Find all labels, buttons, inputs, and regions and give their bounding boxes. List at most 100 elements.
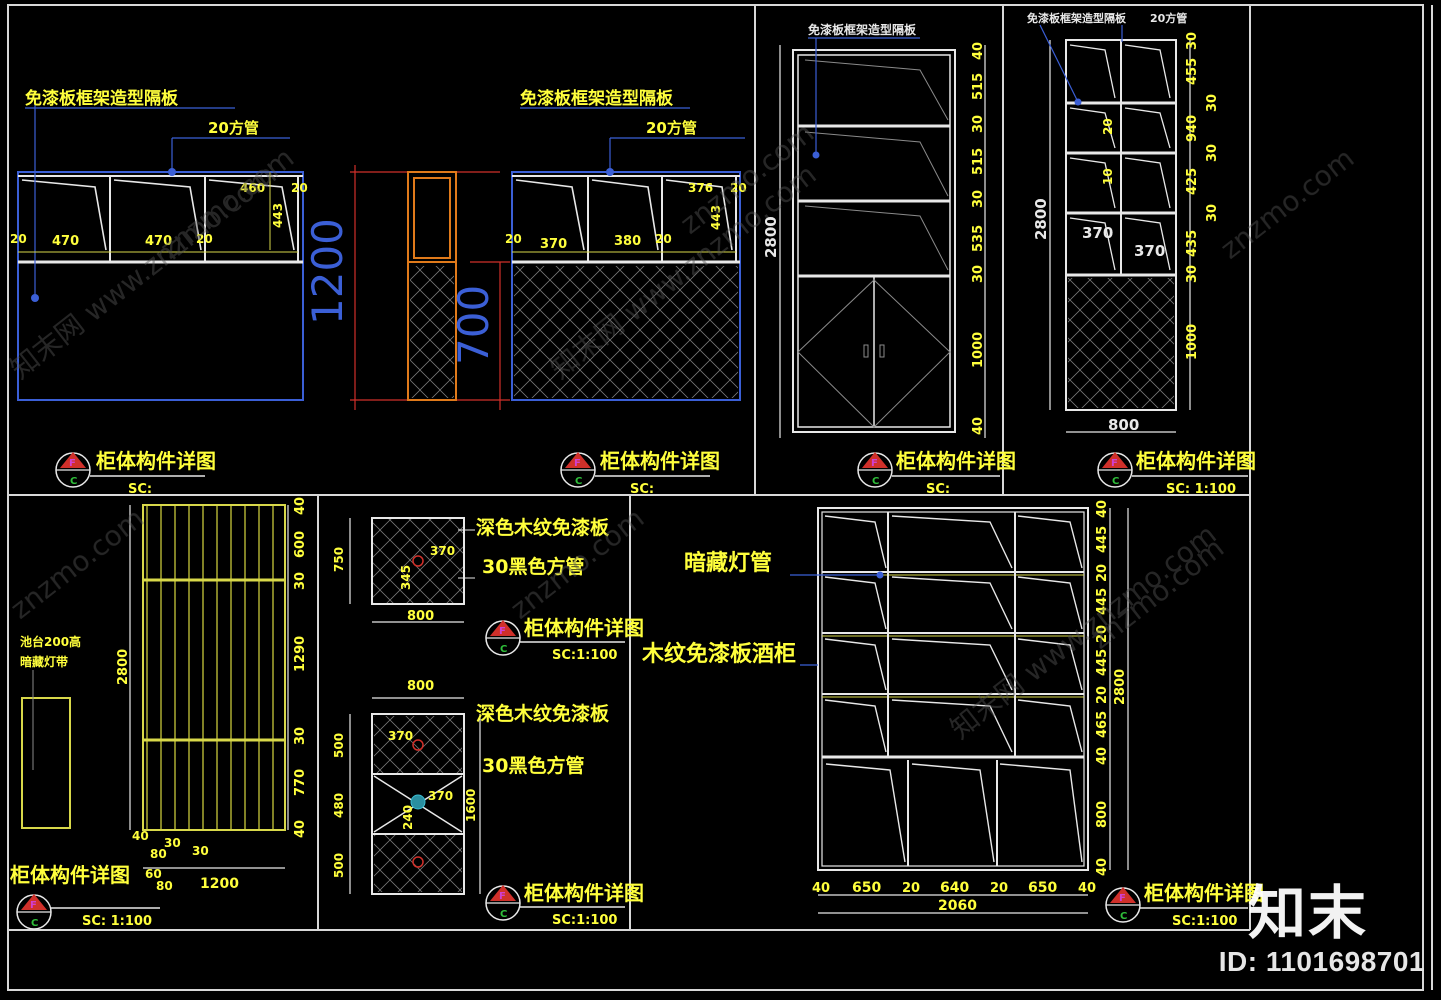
label-tube-e: 20方管 xyxy=(1150,11,1187,25)
dim-370b-h: 370 xyxy=(428,789,453,803)
dim-500-h: 500 xyxy=(332,733,346,758)
dim-20-i: 20 xyxy=(1095,564,1110,582)
label-led-2: 暗藏灯带 xyxy=(20,654,68,669)
dim-20b-j: 20 xyxy=(990,881,1008,896)
marker-f-4: F xyxy=(1111,458,1118,469)
dim-600-f: 600 xyxy=(293,531,308,558)
watermark-3: znzmo.com xyxy=(1214,141,1360,265)
scale-1: SC: xyxy=(128,482,152,497)
dim-800-g: 800 xyxy=(407,609,434,624)
title-detail-8: 柜体构件详图 xyxy=(1144,881,1264,905)
dim-940-e: 940 xyxy=(1185,115,1200,142)
dim-380-c: 380 xyxy=(614,234,641,249)
title-detail-3: 柜体构件详图 xyxy=(896,449,1016,473)
dim-445-i: 445 xyxy=(1095,526,1110,553)
marker-f-7: F xyxy=(499,891,506,902)
label-square-tube: 20方管 xyxy=(208,119,259,137)
marker-c-6: C xyxy=(500,644,507,655)
scale-6: SC:1:100 xyxy=(552,648,617,663)
dim-20c-i: 20 xyxy=(1095,686,1110,704)
dim-80b-f: 80 xyxy=(156,879,173,893)
dim-30-f: 30 xyxy=(293,572,308,590)
panel-box-detail-2: 800 500 480 500 1600 370 370 240 深色木纹免漆板… xyxy=(332,679,610,895)
dim-370b-e: 370 xyxy=(1134,242,1165,260)
title-block-8: F C 柜体构件详图 SC:1:100 xyxy=(1105,881,1264,929)
title-detail-1: 柜体构件详图 xyxy=(96,449,216,473)
dim-20-j: 20 xyxy=(902,881,920,896)
dim-800-e: 800 xyxy=(1108,416,1139,434)
dim-460: 460 xyxy=(240,181,265,195)
dim-30a-d: 30 xyxy=(971,115,986,133)
label-dark-wood-2: 深色木纹免漆板 xyxy=(476,702,610,725)
dim-650b-j: 650 xyxy=(1028,880,1057,896)
title-detail-6: 柜体构件详图 xyxy=(524,616,644,640)
dim-40c-i: 40 xyxy=(1095,858,1110,876)
dim-20: 20 xyxy=(291,181,308,195)
dim-650-j: 650 xyxy=(852,880,881,896)
dim-435-e: 435 xyxy=(1185,230,1200,257)
label-led-1: 池台200高 xyxy=(20,634,81,649)
watermark-7: 知末网 www.znzmo.com xyxy=(4,158,283,386)
dim-10-e: 10 xyxy=(1101,168,1115,185)
dim-30d-f: 30 xyxy=(192,844,209,858)
dim-20b-i: 20 xyxy=(1095,625,1110,643)
label-wine-cabinet: 木纹免漆板酒柜 xyxy=(641,641,796,667)
scale-4: SC: 1:100 xyxy=(1166,482,1236,497)
label-partition-top: 免漆板框架造型隔板 xyxy=(808,22,917,37)
dim-30b-d: 30 xyxy=(971,190,986,208)
dim-30c-d: 30 xyxy=(971,265,986,283)
dim-40-d: 40 xyxy=(971,42,986,60)
dim-1200-f: 1200 xyxy=(200,876,239,892)
dim-30b-f: 30 xyxy=(293,727,308,745)
dim-445c-i: 445 xyxy=(1095,649,1110,676)
dim-60-f: 60 xyxy=(145,867,162,881)
marker-f-6: F xyxy=(499,626,506,637)
dim-40b-f: 40 xyxy=(293,820,308,838)
marker-f-8: F xyxy=(1119,893,1126,904)
title-detail-5: 柜体构件详图 xyxy=(10,863,130,887)
dim-455-e: 455 xyxy=(1185,58,1200,85)
dim-370-g: 370 xyxy=(430,544,455,558)
dim-40-j: 40 xyxy=(812,881,830,896)
dim-515a-d: 515 xyxy=(971,73,986,100)
label-black-tube-2: 30黑色方管 xyxy=(482,754,584,777)
title-block-3: F C 柜体构件详图 SC: xyxy=(857,449,1016,497)
dim-20c: 20 xyxy=(196,232,213,246)
image-id: ID: 1101698701 xyxy=(1218,946,1425,977)
title-detail-4: 柜体构件详图 xyxy=(1136,449,1256,473)
dim-443-c: 443 xyxy=(709,205,723,230)
drawing-frame xyxy=(7,4,1433,991)
dim-370a-h: 370 xyxy=(388,729,413,743)
panel-slat-door: 池台200高 暗藏灯带 2800 40 600 30 1290 30 770 4… xyxy=(20,497,308,893)
dim-800-h: 800 xyxy=(407,679,434,694)
label-square-tube-2: 20方管 xyxy=(646,119,697,137)
marker-f-1: F xyxy=(69,458,76,469)
marker-c-4: C xyxy=(1112,476,1119,487)
marker-f-5: F xyxy=(30,900,37,911)
dim-470a: 470 xyxy=(52,234,79,249)
dim-30c-f: 30 xyxy=(164,836,181,850)
scale-5: SC: 1:100 xyxy=(82,914,152,929)
title-block-5: 柜体构件详图 F C SC: 1:100 xyxy=(10,863,160,930)
brand-logo: 知末 xyxy=(1248,879,1369,947)
dim-370-c: 370 xyxy=(540,237,567,252)
dim-2800-f: 2800 xyxy=(116,649,131,685)
dim-376: 376 xyxy=(688,181,713,195)
dim-800-i: 800 xyxy=(1095,801,1110,828)
dim-2800-e: 2800 xyxy=(1032,198,1050,240)
dim-30b-e: 30 xyxy=(1205,94,1220,112)
dim-30e-e: 30 xyxy=(1185,265,1200,283)
marker-f-2: F xyxy=(574,458,581,469)
panel-wine-cabinet: 暗藏灯管 木纹免漆板酒柜 40 445 20 445 20 445 20 465… xyxy=(641,500,1129,914)
dim-40-f: 40 xyxy=(293,497,308,515)
scale-2: SC: xyxy=(630,482,654,497)
dim-1600-h: 1600 xyxy=(464,789,478,822)
panel-narrow-shelf: 免漆板框架造型隔板 20方管 2800 30 455 30 940 30 425… xyxy=(1027,11,1220,434)
dim-20b-c: 20 xyxy=(505,232,522,246)
dim-1000-e: 1000 xyxy=(1185,324,1200,360)
dim-535-d: 535 xyxy=(971,225,986,252)
marker-c-5: C xyxy=(31,918,38,929)
dim-443: 443 xyxy=(271,203,285,228)
dim-750-g: 750 xyxy=(332,547,346,572)
